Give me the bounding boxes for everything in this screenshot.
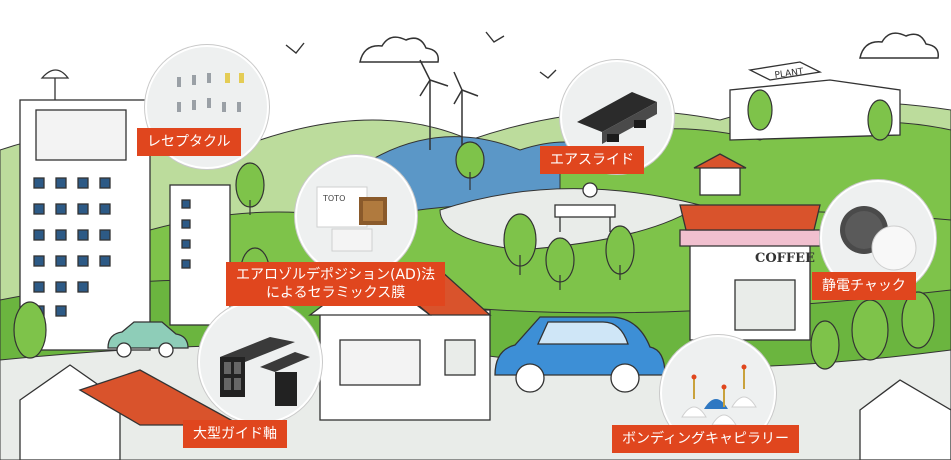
- coffee-sign: COFFEE: [755, 251, 815, 266]
- plant-sign: PLANT: [774, 67, 805, 81]
- label-receptacle[interactable]: レセプタクル: [137, 128, 241, 156]
- teal-car: [107, 321, 189, 358]
- satellite-dish-icon: [40, 69, 70, 100]
- label-bonding-capillary[interactable]: ボンディングキャピラリー: [612, 425, 800, 453]
- toto-logo: TOTO: [322, 194, 345, 203]
- capillary-photo-icon: [681, 364, 757, 426]
- electrostatic-chuck-photo-icon: [840, 206, 917, 271]
- label-electrostatic-chuck[interactable]: 静電チャック: [812, 272, 916, 300]
- air-slide-photo-icon: [577, 92, 657, 144]
- plant-building: [729, 61, 901, 141]
- coffee-shop: [679, 204, 821, 341]
- label-large-guide-shaft[interactable]: 大型ガイド軸: [183, 420, 287, 448]
- ceramic-parts-photo-icon: [177, 73, 244, 112]
- blue-car: [494, 316, 666, 393]
- ceramic-film-photo-bubble: TOTO: [295, 155, 417, 277]
- cloud-icon: [359, 32, 939, 63]
- label-air-slide[interactable]: エアスライド: [540, 146, 644, 174]
- park-bench: [554, 182, 616, 232]
- guide-shaft-photo-bubble: [198, 300, 322, 424]
- label-ad-ceramic-film[interactable]: エアロゾルデポジション(AD)法 によるセラミックス膜: [226, 262, 446, 306]
- wind-turbine-icon: [419, 59, 479, 150]
- label-ad-line-1: エアロゾルデポジション(AD)法: [236, 267, 436, 283]
- electrostatic-chuck-photo-bubble: [820, 180, 936, 296]
- guide-shaft-photo-icon: [220, 337, 310, 406]
- label-ad-line-2: によるセラミックス膜: [266, 285, 406, 301]
- bottom-houses: [19, 364, 951, 460]
- office-building: [19, 99, 231, 351]
- ceramic-film-photo-icon: TOTO: [316, 186, 387, 252]
- bird-icon: [285, 31, 557, 79]
- small-house: [693, 153, 747, 196]
